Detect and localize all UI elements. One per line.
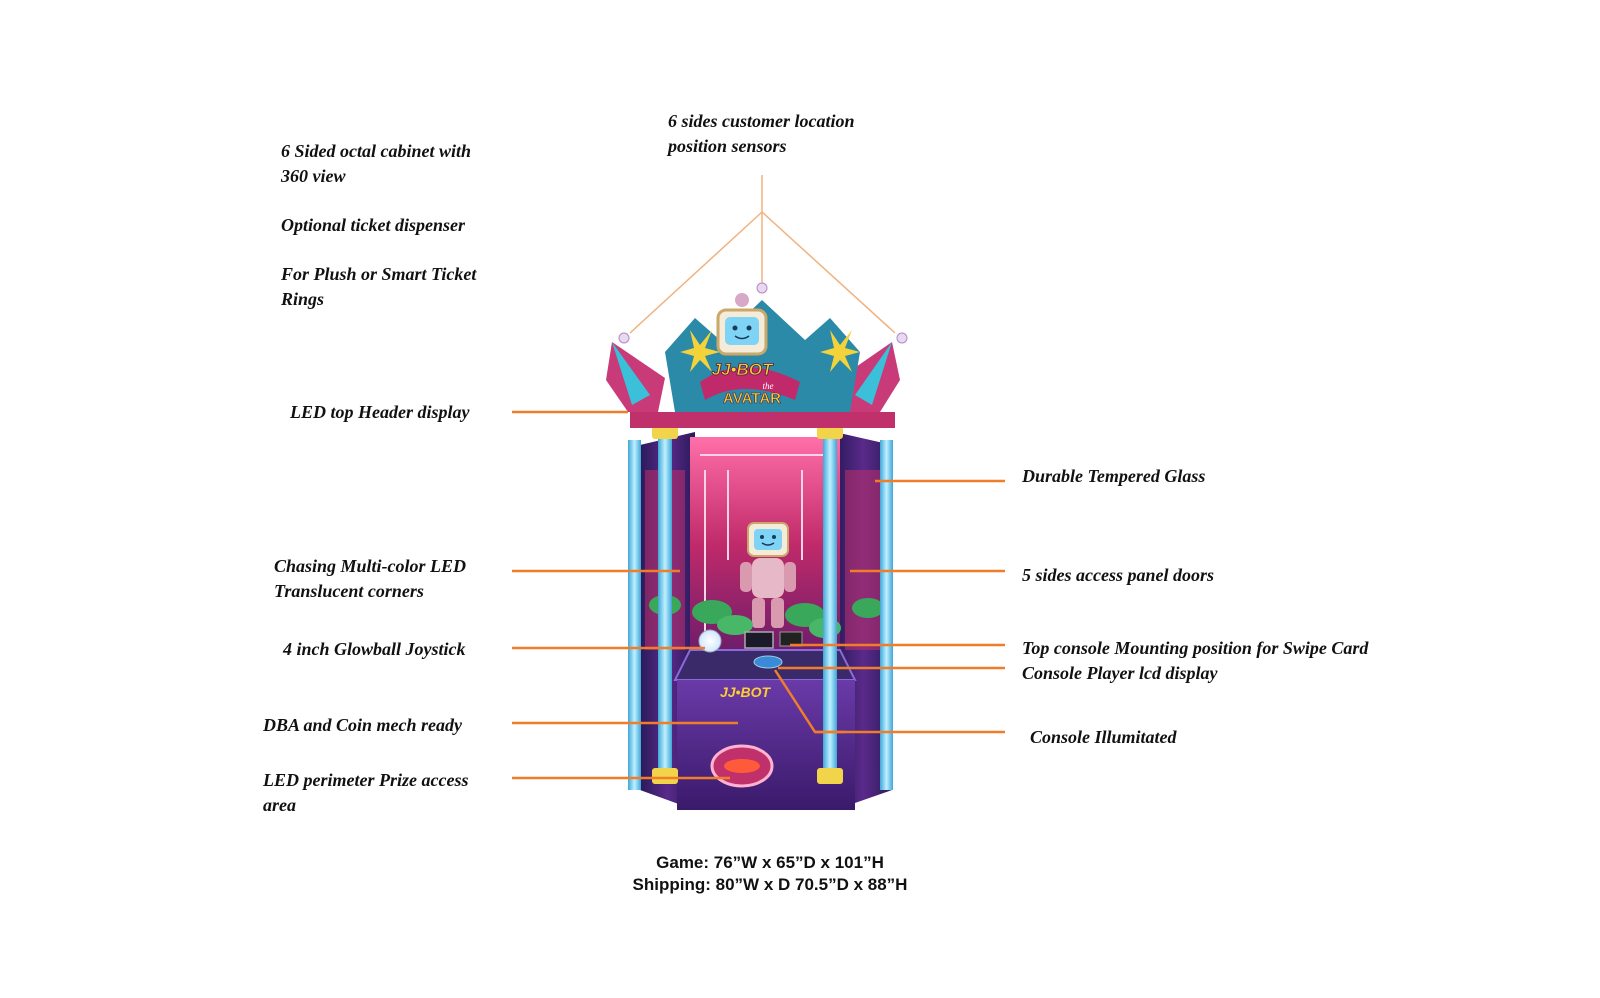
dimension-specs: Game: 76”W x 65”D x 101”H Shipping: 80”W… <box>560 852 980 896</box>
prize-door-badge <box>724 759 760 773</box>
marquee-line-3: AVATAR <box>723 390 781 407</box>
marquee-line-1: JJ•BOT <box>712 360 774 379</box>
label-sensors: 6 sides customer location position senso… <box>668 109 855 159</box>
corner-pillar-left-outer <box>628 440 641 790</box>
label-illuminated: Console Illumitated <box>1030 727 1177 747</box>
spec-game: Game: 76”W x 65”D x 101”H <box>656 853 884 872</box>
label-cabinet: 6 Sided octal cabinet with 360 view <box>281 139 471 189</box>
label-prize-line1: LED perimeter Prize access <box>263 770 469 790</box>
label-swipe: Top console Mounting position for Swipe … <box>1022 638 1369 658</box>
right-glass-glow <box>845 470 885 650</box>
robot-figure <box>740 522 796 628</box>
label-sensors-line1: 6 sides customer location <box>668 111 855 131</box>
spec-shipping: Shipping: 80”W x D 70.5”D x 88”H <box>632 875 908 894</box>
label-header: LED top Header display <box>290 402 470 422</box>
console-button-icon <box>753 655 783 669</box>
label-ticket: Optional ticket dispenser <box>281 215 465 235</box>
led-header-display <box>606 293 900 412</box>
glowball-joystick-icon <box>698 629 722 653</box>
pillar-caps <box>652 425 843 784</box>
top-rim <box>630 412 895 428</box>
label-cabinet-line1: 6 Sided octal cabinet with <box>281 141 472 161</box>
label-prize-line2: area <box>263 795 296 815</box>
label-chasing-line1: Chasing Multi-color LED <box>274 556 467 576</box>
label-plush-line1: For Plush or Smart Ticket <box>281 264 477 284</box>
label-plush-line2: Rings <box>281 289 325 309</box>
leader-lines <box>512 410 1005 780</box>
label-doors: 5 sides access panel doors <box>1022 565 1214 585</box>
label-dba: DBA and Coin mech ready <box>263 715 463 735</box>
label-glass: Durable Tempered Glass <box>1022 466 1206 486</box>
marquee-line-2: the <box>763 381 774 391</box>
label-prize: LED perimeter Prize access area <box>263 768 468 818</box>
lcd-display <box>744 631 774 649</box>
arcade-cabinet: JJ•BOT <box>606 282 908 810</box>
sensor-lines <box>629 175 896 334</box>
console-logo: JJ•BOT <box>720 684 771 700</box>
corner-pillar-left <box>658 430 672 775</box>
corner-pillar-right <box>823 430 837 775</box>
label-chasing-line2: Translucent corners <box>274 581 424 601</box>
label-joystick: 4 inch Glowball Joystick <box>283 639 466 659</box>
label-plush: For Plush or Smart Ticket Rings <box>281 262 476 312</box>
label-chasing: Chasing Multi-color LED Translucent corn… <box>274 554 466 604</box>
corner-pillar-right-outer <box>880 440 893 790</box>
label-lcd: Console Player lcd display <box>1022 663 1218 683</box>
position-sensor-icons <box>618 282 908 344</box>
label-sensors-line2: position sensors <box>668 136 787 156</box>
label-cabinet-line2: 360 view <box>281 166 346 186</box>
